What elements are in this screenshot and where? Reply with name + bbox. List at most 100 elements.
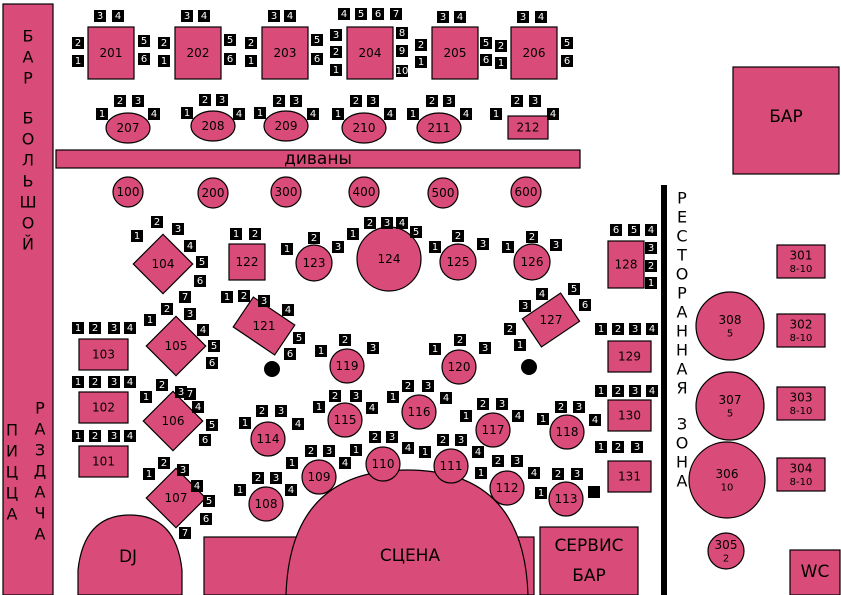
seat-104-3[interactable]: 3 [172,223,184,235]
seat-103-4[interactable]: 4 [124,322,136,334]
seat-130-1[interactable]: 1 [595,385,607,397]
seat-124-4[interactable]: 4 [396,217,408,229]
seat-112-2[interactable]: 2 [492,455,504,467]
seat-124-5[interactable]: 5 [410,226,422,238]
seat-202-3[interactable]: 3 [181,10,193,22]
seat-210-2[interactable]: 2 [350,95,362,107]
seat-207-2[interactable]: 2 [114,95,126,107]
seat-104-5[interactable]: 5 [196,256,208,268]
seat-201-5[interactable]: 5 [138,35,150,47]
seat-210-1[interactable]: 1 [332,108,344,120]
seat-101-4[interactable]: 4 [124,430,136,442]
seat-120-1[interactable]: 1 [429,343,441,355]
seat-111-2[interactable]: 2 [437,434,449,446]
seat-102-3[interactable]: 3 [108,376,120,388]
seat-106-5[interactable]: 5 [206,419,218,431]
seat-212-3[interactable]: 3 [529,95,541,107]
seat-106-4[interactable]: 4 [192,401,204,413]
table-600[interactable]: 600 [510,176,542,208]
seat-125-1[interactable]: 1 [429,241,441,253]
seat-206-2[interactable]: 2 [495,40,507,52]
seat-102-1[interactable]: 1 [72,376,84,388]
seat-104-2[interactable]: 2 [151,216,163,228]
seat-129-4[interactable]: 4 [646,323,658,335]
seat-103-1[interactable]: 1 [72,322,84,334]
seat-108-2[interactable]: 2 [252,472,264,484]
seat-109-4[interactable]: 4 [339,457,351,469]
seat-117-4[interactable]: 4 [512,410,524,422]
seat-115-4[interactable]: 4 [366,402,378,414]
seat-202-5[interactable]: 5 [224,34,236,46]
seat-107-2[interactable]: 2 [158,457,170,469]
table-300[interactable]: 300 [270,176,302,208]
seat-126-3[interactable]: 3 [550,239,562,251]
table-200[interactable]: 200 [197,177,229,209]
seat-119-2[interactable]: 2 [339,334,351,346]
seat-127-5[interactable]: 5 [568,283,580,295]
seat-111-4[interactable]: 4 [472,446,484,458]
seat-115-3[interactable]: 3 [350,390,362,402]
seat-127-6[interactable]: 6 [579,299,591,311]
seat-107-3[interactable]: 3 [177,464,189,476]
seat-122-1[interactable]: 1 [230,228,242,240]
seat-207-3[interactable]: 3 [132,95,144,107]
table-500[interactable]: 500 [427,177,459,209]
seat-130-2[interactable]: 2 [612,385,624,397]
seat-204-8[interactable]: 8 [396,27,408,39]
seat-205-5[interactable]: 5 [480,37,492,49]
seat-203-4[interactable]: 4 [284,10,296,22]
seat-206-3[interactable]: 3 [517,11,529,23]
seat-207-4[interactable]: 4 [148,108,160,120]
seat-208-4[interactable]: 4 [233,108,245,120]
seat-203-2[interactable]: 2 [245,37,257,49]
seat-210-4[interactable]: 4 [384,108,396,120]
seat-115-2[interactable]: 2 [329,390,341,402]
seat-127-2[interactable]: 2 [504,323,516,335]
seat-124-1[interactable]: 1 [347,228,359,240]
seat-105-2[interactable]: 2 [161,303,173,315]
seat-205-1[interactable]: 1 [415,56,427,68]
seat-203-6[interactable]: 6 [311,53,323,65]
seat-105-5[interactable]: 5 [208,340,220,352]
seat-122-2[interactable]: 2 [249,228,261,240]
seat-107-4[interactable]: 4 [191,480,203,492]
seat-208-3[interactable]: 3 [216,94,228,106]
seat-101-3[interactable]: 3 [108,430,120,442]
seat-127-1[interactable]: 1 [514,339,526,351]
seat-116-2[interactable]: 2 [402,380,414,392]
seat-108-3[interactable]: 3 [270,472,282,484]
seat-106-2[interactable]: 2 [156,379,168,391]
seat-117-2[interactable]: 2 [477,398,489,410]
seat-109-2[interactable]: 2 [305,445,317,457]
seat-107-7[interactable]: 7 [179,527,191,539]
seat-128-4[interactable]: 4 [645,224,657,236]
seat-205-4[interactable]: 4 [454,11,466,23]
seat-111-3[interactable]: 3 [455,434,467,446]
seat-121-2[interactable]: 2 [238,290,250,302]
seat-107-5[interactable]: 5 [203,495,215,507]
seat-206-1[interactable]: 1 [495,57,507,69]
seat-121-3[interactable]: 3 [258,295,270,307]
seat-204-1[interactable]: 1 [330,64,342,76]
seat-203-1[interactable]: 1 [245,55,257,67]
seat-128-6[interactable]: 6 [610,224,622,236]
seat-123-3[interactable]: 3 [332,241,344,253]
seat-201-1[interactable]: 1 [72,55,84,67]
seat-204-5[interactable]: 5 [355,8,367,20]
seat-211-4[interactable]: 4 [460,108,472,120]
